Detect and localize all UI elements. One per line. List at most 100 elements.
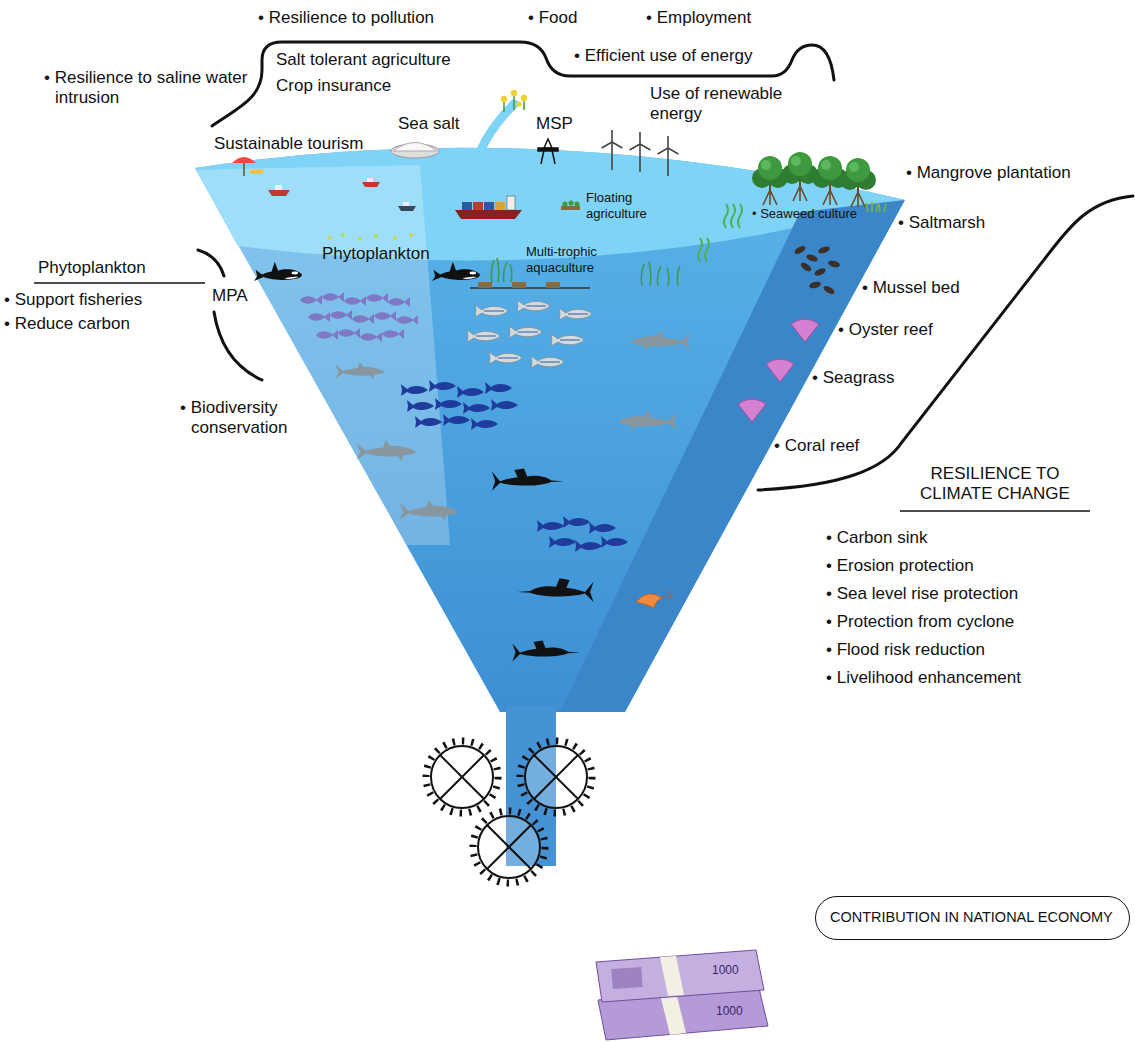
aquaculture-cage [546, 282, 560, 288]
coral-reef [766, 359, 794, 382]
tourism-icon [232, 157, 263, 176]
funnel-body [190, 165, 905, 712]
wind-turbine [658, 136, 679, 154]
mussel-bed [817, 245, 830, 255]
benefit-label: • Employment [646, 8, 751, 28]
gear [440, 755, 484, 799]
habitat-label: • Oyster reef [838, 320, 933, 340]
wind-turbine [639, 144, 641, 172]
marlin [517, 578, 594, 602]
banknotes [596, 950, 768, 1040]
fish-school [374, 311, 396, 321]
coral-reef [738, 399, 766, 422]
tuna-school [491, 399, 518, 411]
benefit-label: • Flood risk reduction [826, 640, 985, 660]
fish-school [308, 312, 330, 322]
sardine-school [517, 300, 550, 312]
orca [432, 262, 480, 281]
marlin [513, 641, 581, 662]
boat [268, 190, 290, 196]
practice-label: Use of renewable energy [650, 84, 808, 125]
benefit-label: • Biodiversity conservation [180, 398, 341, 439]
saltmarsh-grass [866, 202, 886, 212]
oil-platform [552, 150, 555, 164]
saline-channel [480, 90, 527, 152]
aquaculture-cage [470, 282, 590, 288]
saline-channel [521, 95, 527, 101]
fish-school [338, 328, 360, 338]
benefit-label: • Support fisheries [4, 290, 142, 310]
floating-raft [568, 200, 573, 205]
mpa-zone [190, 165, 450, 545]
fish-school [344, 296, 366, 306]
oil-platform [541, 150, 544, 164]
habitat-label: • Saltmarsh [898, 213, 985, 233]
benefit-label: • Erosion protection [826, 556, 974, 576]
reef-band [560, 200, 905, 712]
cargo-ship [455, 196, 522, 219]
economy-box: CONTRIBUTION IN NATIONAL ECONOMY [815, 896, 1130, 940]
mussel-bed [808, 281, 821, 290]
boat [398, 206, 416, 211]
tuna-school [415, 416, 442, 428]
cargo-ship [473, 202, 483, 210]
gear [431, 746, 493, 808]
habitat-label: • Mangrove plantation [906, 163, 1071, 183]
aquaculture-cage [512, 282, 526, 288]
benefit-label: • Food [528, 8, 577, 28]
habitat-label: • Coral reef [774, 436, 859, 456]
tuna-school [457, 386, 484, 398]
gear [426, 741, 592, 883]
heading-underline [34, 283, 1090, 511]
saline-channel [480, 104, 514, 152]
marlin [492, 468, 594, 661]
fish-school [382, 329, 404, 339]
phytoplankton-dots [328, 236, 332, 240]
phytoplankton-dots [409, 233, 413, 237]
benefit-label: • Resilience to pollution [258, 8, 434, 28]
item-label: Multi-trophic aquaculture [526, 244, 618, 275]
fish-school [300, 292, 418, 342]
seaweed [698, 204, 742, 262]
habitat-label: • Seagrass [812, 368, 895, 388]
sardine-school [467, 330, 500, 342]
shark [400, 500, 459, 521]
bracket-line [198, 42, 1133, 490]
coral-reef [738, 319, 819, 422]
shark [336, 362, 386, 379]
benefit-label: • Reduce carbon [4, 314, 130, 334]
seaweed [738, 204, 742, 228]
sardine-school [551, 334, 584, 346]
boat [275, 185, 282, 190]
orca [254, 262, 302, 281]
item-label: Floating agriculture [586, 190, 666, 221]
bracket-line [758, 196, 1133, 490]
shrimp [636, 590, 673, 608]
benefit-label: • Sea level rise protection [826, 584, 1018, 604]
cargo-ship [455, 210, 522, 219]
saltmarsh-grass [866, 202, 886, 212]
sardine-school [509, 326, 542, 338]
wind-turbine [667, 148, 669, 176]
floating-raft [574, 201, 579, 206]
tuna-school [485, 382, 512, 394]
mangrove-tree [840, 158, 876, 207]
saline-channel [516, 101, 521, 106]
heading-underline [900, 510, 1090, 512]
banknotes [660, 956, 684, 996]
fish-school [352, 314, 374, 324]
sea-salt-pile [393, 143, 437, 152]
phytoplankton-dots [393, 236, 397, 240]
phytoplankton-dots [358, 237, 362, 241]
saline-channel [504, 94, 524, 112]
practice-label: Salt tolerant agriculture [276, 50, 451, 70]
tuna-school [429, 380, 456, 392]
bracket-line [214, 312, 262, 380]
seaweed [731, 204, 735, 228]
phytoplankton-dots [374, 234, 378, 238]
gear [520, 741, 592, 813]
tuna-school [435, 398, 462, 410]
